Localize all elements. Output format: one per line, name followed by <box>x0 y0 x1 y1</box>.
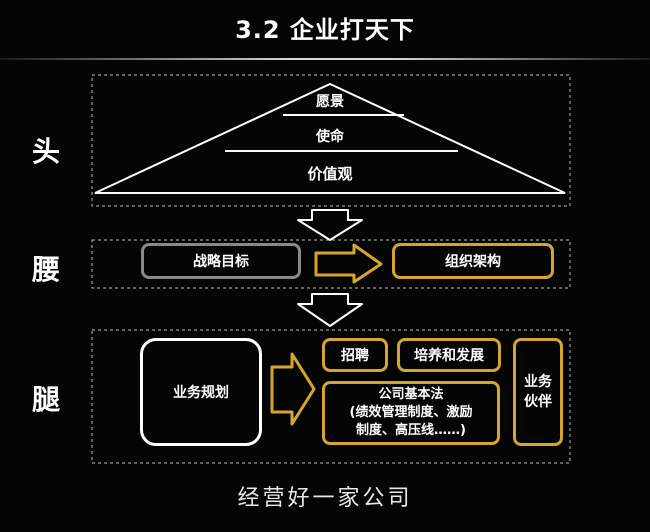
pyramid-label-vision: 愿景 <box>316 94 344 110</box>
down-arrow-2 <box>297 293 363 327</box>
waist-right-arrow <box>314 243 383 284</box>
org-structure-label: 组织架构 <box>445 254 501 270</box>
head-section-frame <box>91 74 571 207</box>
business-partner-line-2: 伙伴 <box>524 394 552 410</box>
waist-section-frame <box>91 239 571 289</box>
recruit-box: 招聘 <box>322 338 388 372</box>
recruit-label: 招聘 <box>341 348 369 364</box>
business-plan-box: 业务规划 <box>140 338 262 446</box>
basic-law-box: 公司基本法 (绩效管理制度、激励 制度、高压线……) <box>322 381 500 445</box>
strategy-goal-box: 战略目标 <box>141 243 301 279</box>
org-structure-box: 组织架构 <box>392 243 554 279</box>
pyramid-shape <box>94 82 566 194</box>
pyramid-label-mission: 使命 <box>316 129 344 145</box>
basic-law-line-1: (绩效管理制度、激励 <box>349 405 473 420</box>
down-arrow-1 <box>297 209 363 241</box>
pyramid-label-values: 价值观 <box>307 165 353 183</box>
basic-law-line-2: 制度、高压线……) <box>356 423 466 438</box>
head-label: 头 <box>31 135 60 168</box>
title-divider <box>0 58 650 60</box>
business-partner-line-1: 业务 <box>524 374 552 390</box>
strategy-goal-label: 战略目标 <box>193 254 249 270</box>
business-plan-label: 业务规划 <box>173 385 229 401</box>
legs-right-arrow <box>270 352 316 426</box>
slide-title: 3.2 企业打天下 <box>235 16 415 44</box>
legs-label: 腿 <box>31 383 60 416</box>
basic-law-title: 公司基本法 <box>378 387 444 402</box>
training-label: 培养和发展 <box>414 348 484 364</box>
slide-footer: 经营好一家公司 <box>237 486 413 511</box>
training-box: 培养和发展 <box>397 338 501 372</box>
waist-label: 腰 <box>31 253 60 286</box>
business-partner-box: 业务 伙伴 <box>513 338 563 446</box>
